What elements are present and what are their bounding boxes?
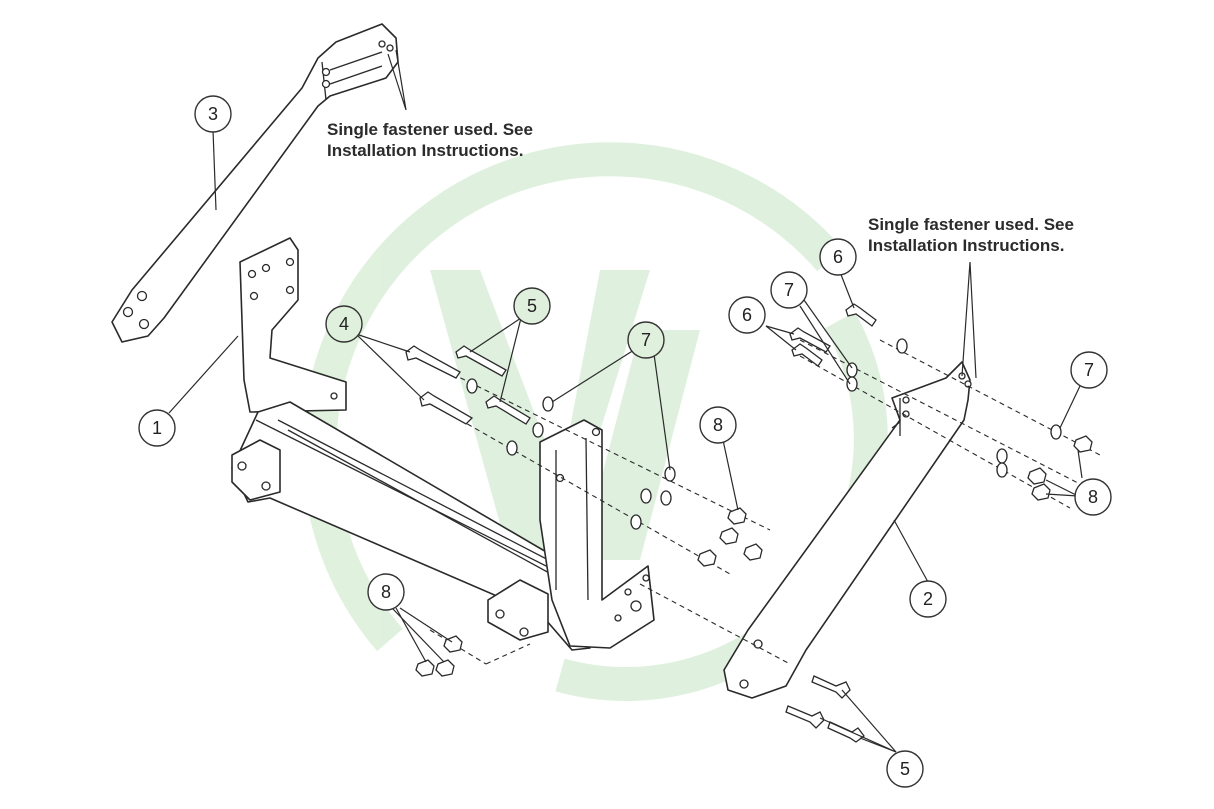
callout-5a: 5 (513, 287, 551, 325)
callout-6a: 6 (819, 238, 857, 276)
svg-text:4: 4 (339, 314, 349, 334)
svg-text:2: 2 (923, 589, 933, 609)
svg-text:1: 1 (152, 418, 162, 438)
svg-text:8: 8 (713, 415, 723, 435)
svg-text:5: 5 (527, 296, 537, 316)
part-1-frame (231, 237, 655, 651)
svg-text:3: 3 (208, 104, 218, 124)
hardware (405, 303, 1093, 743)
note-top-right: Single fastener used. See Installation I… (868, 214, 1074, 256)
callout-8a: 8 (699, 406, 737, 444)
callout-7c: 7 (1070, 351, 1108, 389)
note-top-left-line-1: Single fastener used. See (327, 120, 533, 139)
callouts: 1 2 3 4 5 7 8 6 7 6 7 8 8 5 (138, 95, 1112, 788)
note-top-right-line-1: Single fastener used. See (868, 215, 1074, 234)
callout-8b: 8 (1074, 478, 1112, 516)
svg-text:6: 6 (742, 305, 752, 325)
part-2-arm (723, 361, 972, 699)
note-top-left: Single fastener used. See Installation I… (327, 119, 533, 161)
svg-text:5: 5 (900, 759, 910, 779)
assembly-lines (419, 339, 1101, 665)
svg-text:6: 6 (833, 247, 843, 267)
svg-text:8: 8 (1088, 487, 1098, 507)
part-3-arm (111, 23, 399, 343)
svg-text:8: 8 (381, 582, 391, 602)
svg-text:7: 7 (641, 330, 651, 350)
callout-2: 2 (909, 580, 947, 618)
callout-1: 1 (138, 409, 176, 447)
callout-5b: 5 (886, 750, 924, 788)
callout-3: 3 (194, 95, 232, 133)
leader-lines (168, 49, 1083, 753)
callout-4: 4 (325, 305, 363, 343)
note-top-right-line-2: Installation Instructions. (868, 236, 1065, 255)
callout-6b: 6 (728, 296, 766, 334)
callout-7a: 7 (627, 321, 665, 359)
callout-8c: 8 (367, 573, 405, 611)
svg-text:7: 7 (784, 280, 794, 300)
svg-text:7: 7 (1084, 360, 1094, 380)
callout-7b: 7 (770, 271, 808, 309)
note-top-left-line-2: Installation Instructions. (327, 141, 524, 160)
